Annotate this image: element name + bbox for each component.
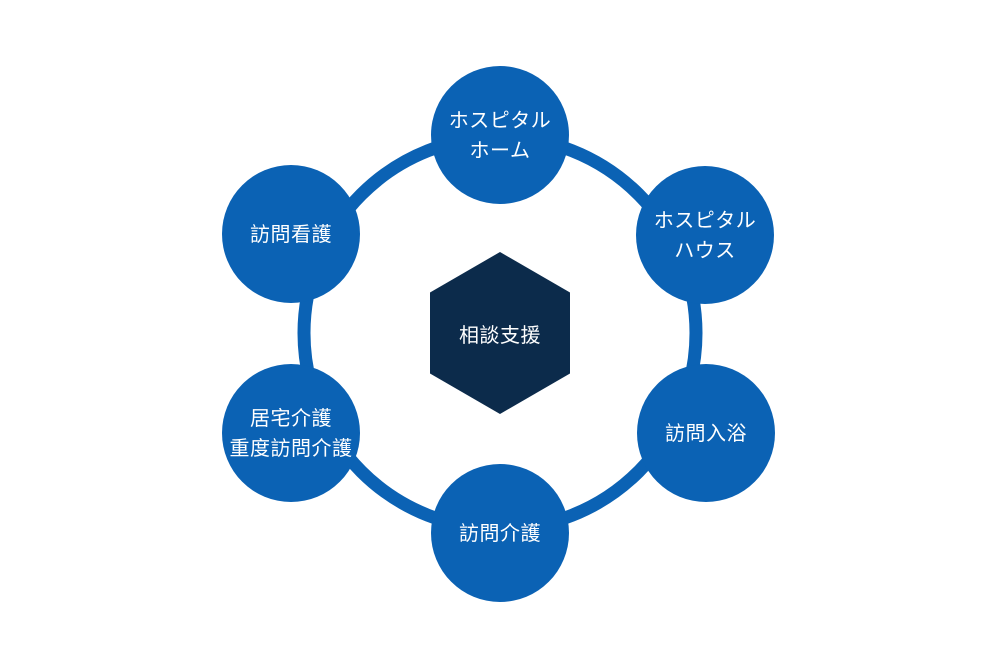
- hub-hexagon: [430, 252, 570, 414]
- node-label: ホスピタル ハウス: [653, 208, 757, 262]
- node-visiting-nursing: 訪問看護: [222, 165, 360, 303]
- node-label: 訪問看護: [250, 222, 332, 246]
- node-home-help: 訪問介護: [431, 464, 569, 602]
- node-label: 居宅介護 重度訪問介護: [229, 406, 353, 460]
- node-home-care: 居宅介護 重度訪問介護: [222, 364, 360, 502]
- node-label: ホスピタル ホーム: [448, 108, 552, 162]
- node-hospital-house: ホスピタル ハウス: [636, 166, 774, 304]
- node-visiting-bath: 訪問入浴: [637, 364, 775, 502]
- node-label: 訪問介護: [459, 521, 541, 545]
- node-hospital-home: ホスピタル ホーム: [431, 66, 569, 204]
- hub-label: 相談支援: [459, 322, 541, 347]
- node-label: 訪問入浴: [665, 421, 747, 445]
